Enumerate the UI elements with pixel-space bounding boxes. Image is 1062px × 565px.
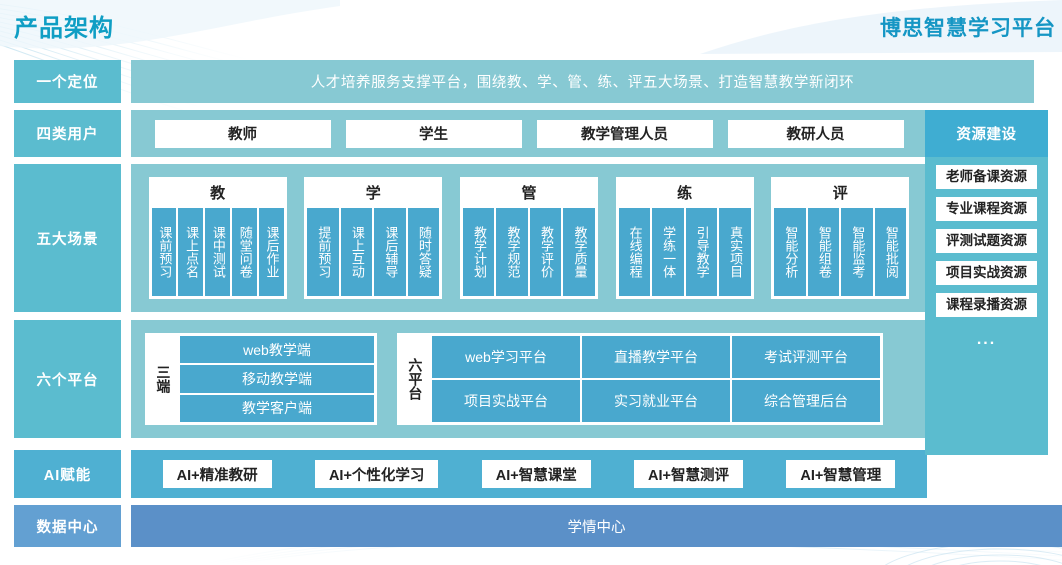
platform-group-three-clients[interactable]: 三端 web教学端 移动教学端 教学客户端 [145,333,377,425]
scene-cell[interactable]: 随时答疑 [407,208,440,296]
resource-construction-column: 资源建设 老师备课资源 专业课程资源 评测试题资源 项目实战资源 课程录播资源 … [925,110,1048,455]
users-list: 教师 学生 教学管理人员 教研人员 [131,110,927,157]
ai-chip-classroom[interactable]: AI+智慧课堂 [481,460,591,488]
scene-title: 评 [772,178,909,206]
platform-cell[interactable]: 考试评测平台 [732,336,880,378]
scene-cell[interactable]: 随堂问卷 [232,208,257,296]
resource-column-title: 资源建设 [925,110,1048,157]
scene-cell[interactable]: 课前预习 [151,208,177,296]
scene-cell[interactable]: 智能批阅 [874,208,907,296]
data-center-content: 学情中心 [131,505,1062,547]
platform-cell-row: web学习平台 直播教学平台 考试评测平台 [432,336,880,378]
scene-cells: 在线编程 学练一体 引导教学 真实项目 [617,206,753,298]
ai-chip-management[interactable]: AI+智慧管理 [786,460,896,488]
scene-cell[interactable]: 在线编程 [618,208,651,296]
resource-chip-project-practice[interactable]: 项目实战资源 [936,260,1037,285]
scene-card-learn[interactable]: 学 提前预习 课上互动 课后辅导 随时答疑 [304,177,443,299]
platform-cell[interactable]: 综合管理后台 [732,380,880,422]
scene-title: 管 [460,178,597,206]
scene-cell[interactable]: 智能分析 [774,208,806,296]
scene-card-practice[interactable]: 练 在线编程 学练一体 引导教学 真实项目 [615,177,754,299]
scene-cell[interactable]: 智能组卷 [807,208,840,296]
scene-cell[interactable]: 教学质量 [563,208,595,296]
scene-cell[interactable]: 课上点名 [178,208,204,296]
ai-chip-assessment[interactable]: AI+智慧测评 [634,460,744,488]
scene-title: 练 [616,178,753,206]
platform-group-side-label: 三端 [146,334,180,424]
platform-cells: web学习平台 直播教学平台 考试评测平台 项目实战平台 实习就业平台 综合管理… [432,334,882,424]
resource-chip-major-course[interactable]: 专业课程资源 [936,196,1037,221]
resource-chip-teacher-prep[interactable]: 老师备课资源 [936,165,1037,189]
resource-more-ellipsis[interactable]: ... [976,330,997,348]
scene-cell[interactable]: 课上互动 [340,208,373,296]
user-chip-teacher[interactable]: 教师 [154,119,331,148]
brand-title: 博思智慧学习平台 [880,17,1056,40]
row-data-center: 数据中心 学情中心 [14,505,1062,547]
scene-card-teach[interactable]: 教 课前预习 课上点名 课中测试 随堂问卷 课后作业 [148,177,287,299]
scene-cells: 课前预习 课上点名 课中测试 随堂问卷 课后作业 [150,206,286,298]
scene-title: 学 [305,178,442,206]
user-chip-researcher[interactable]: 教研人员 [727,119,904,148]
row-scenes: 五大场景 教 课前预习 课上点名 课中测试 随堂问卷 课后作业 学 提前预习 课… [14,164,1062,312]
resource-items: 老师备课资源 专业课程资源 评测试题资源 项目实战资源 课程录播资源 ... [925,157,1048,455]
row-label-ai: AI赋能 [14,450,121,498]
scene-cell[interactable]: 引导教学 [685,208,718,296]
platform-group-side-label: 六平台 [398,334,432,424]
platform-cell-row: 项目实战平台 实习就业平台 综合管理后台 [432,380,880,422]
scene-cells: 提前预习 课上互动 课后辅导 随时答疑 [305,206,441,298]
row-positioning: 一个定位 人才培养服务支撑平台，围绕教、学、管、练、评五大场景、打造智慧教学新闭… [14,60,1062,103]
platform-cells: web教学端 移动教学端 教学客户端 [180,334,376,424]
row-users: 四类用户 教师 学生 教学管理人员 教研人员 [14,110,1062,157]
ai-list: AI+精准教研 AI+个性化学习 AI+智慧课堂 AI+智慧测评 AI+智慧管理 [131,450,927,498]
scene-title: 教 [149,178,286,206]
scenes-list: 教 课前预习 课上点名 课中测试 随堂问卷 课后作业 学 提前预习 课上互动 课… [131,164,927,312]
platform-group-six-platforms[interactable]: 六平台 web学习平台 直播教学平台 考试评测平台 项目实战平台 实习就业平台 … [397,333,883,425]
scene-cell[interactable]: 课后辅导 [374,208,406,296]
row-platforms: 六个平台 三端 web教学端 移动教学端 教学客户端 六平台 web学习平台 直… [14,320,1062,438]
scene-cell[interactable]: 课中测试 [205,208,231,296]
platform-cell[interactable]: 教学客户端 [180,394,374,422]
page-title: 产品架构 [14,15,114,42]
scene-cells: 教学计划 教学规范 教学评价 教学质量 [461,206,597,298]
slide-header: 产品架构 博思智慧学习平台 [0,0,1062,50]
platform-cell[interactable]: 项目实战平台 [432,380,580,422]
platform-cell[interactable]: 实习就业平台 [582,380,730,422]
scene-cell[interactable]: 提前预习 [307,208,339,296]
positioning-statement: 人才培养服务支撑平台，围绕教、学、管、练、评五大场景、打造智慧教学新闭环 [131,60,1034,103]
scene-cell[interactable]: 课后作业 [258,208,284,296]
resource-chip-test-bank[interactable]: 评测试题资源 [936,228,1037,253]
row-label-scenes: 五大场景 [14,164,121,312]
row-label-positioning: 一个定位 [14,60,121,103]
scene-cell[interactable]: 真实项目 [719,208,751,296]
user-chip-student[interactable]: 学生 [345,119,522,148]
scene-cell[interactable]: 智能监考 [841,208,873,296]
scene-cell[interactable]: 教学规范 [496,208,528,296]
ai-chip-research[interactable]: AI+精准教研 [162,460,272,488]
scene-cells: 智能分析 智能组卷 智能监考 智能批阅 [772,206,908,298]
scene-card-manage[interactable]: 管 教学计划 教学规范 教学评价 教学质量 [459,177,598,299]
row-ai-empowerment: AI赋能 AI+精准教研 AI+个性化学习 AI+智慧课堂 AI+智慧测评 AI… [14,450,1062,498]
row-label-platforms: 六个平台 [14,320,121,438]
row-label-data-center: 数据中心 [14,505,121,547]
resource-chip-course-recording[interactable]: 课程录播资源 [936,292,1037,317]
user-chip-admin[interactable]: 教学管理人员 [536,119,713,148]
scene-cell[interactable]: 教学计划 [462,208,495,296]
scene-cell[interactable]: 教学评价 [529,208,562,296]
platforms-list: 三端 web教学端 移动教学端 教学客户端 六平台 web学习平台 直播教学平台… [131,320,927,438]
scene-card-evaluate[interactable]: 评 智能分析 智能组卷 智能监考 智能批阅 [771,177,910,299]
platform-cell[interactable]: 移动教学端 [180,365,374,393]
platform-cell[interactable]: web教学端 [180,336,374,364]
scene-cell[interactable]: 学练一体 [652,208,684,296]
ai-chip-personalized[interactable]: AI+个性化学习 [314,460,439,488]
platform-cell[interactable]: 直播教学平台 [582,336,730,378]
row-label-users: 四类用户 [14,110,121,157]
platform-cell[interactable]: web学习平台 [432,336,580,378]
